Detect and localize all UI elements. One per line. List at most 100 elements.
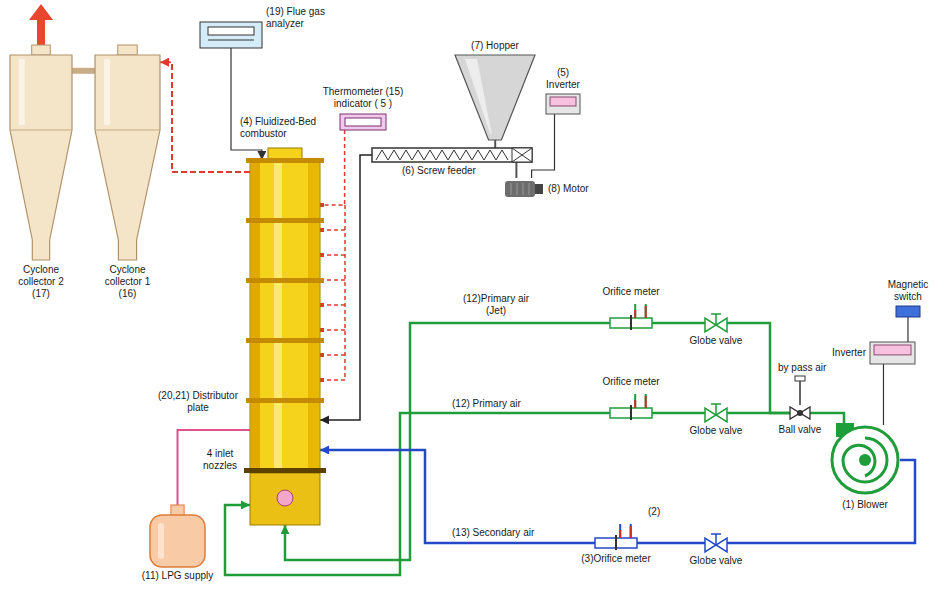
node-caption: (8) Motor bbox=[548, 183, 589, 195]
inverter-outline bbox=[546, 94, 580, 114]
node-caption: (4) Fluidized-Bed combustor bbox=[240, 116, 332, 140]
pipe-connector bbox=[727, 412, 790, 415]
pipe-connector bbox=[178, 430, 251, 505]
motor-cap bbox=[535, 184, 543, 194]
callout-label: (13) Secondary air bbox=[452, 527, 534, 539]
node-caption: (6) Screw feeder bbox=[402, 165, 476, 177]
node-caption: Globe valve bbox=[690, 425, 743, 437]
callout-label: (2) bbox=[648, 506, 660, 518]
hopper-outline bbox=[455, 55, 535, 140]
cyclone-seam bbox=[10, 130, 72, 131]
pipe-connector bbox=[320, 155, 372, 420]
bypass-stem bbox=[799, 381, 801, 405]
thermocouple-wire bbox=[322, 229, 345, 231]
bottle-highlight bbox=[158, 523, 164, 559]
node-caption: Magnetic switch bbox=[883, 279, 933, 303]
inverter-screen bbox=[874, 345, 911, 355]
blower-outline bbox=[830, 425, 900, 495]
pipe-connector bbox=[907, 317, 908, 342]
orifice-meter: Orifice meter bbox=[610, 390, 652, 420]
hopper: (7) Hopper bbox=[455, 55, 535, 140]
indicator-box bbox=[340, 114, 386, 130]
inverter-box bbox=[870, 342, 915, 364]
column-shell bbox=[250, 160, 320, 470]
valve-ball bbox=[797, 410, 803, 416]
indicator-display bbox=[345, 118, 381, 126]
globe-valve: Globe valve bbox=[705, 533, 727, 553]
thermometer-indicator-outline bbox=[340, 114, 386, 130]
cyclone-highlight bbox=[104, 59, 110, 125]
node-caption: Inverter bbox=[832, 347, 866, 359]
cyclone-collector: Cyclone collector 1 (16) bbox=[95, 45, 160, 260]
gas-analyzer-outline bbox=[200, 22, 262, 48]
thermometer-indicator: Thermometer (15) indicator ( 5 ) bbox=[340, 114, 386, 130]
node-caption: Orifice meter bbox=[602, 376, 659, 388]
pipe-connector bbox=[494, 140, 496, 148]
valve-body bbox=[790, 407, 810, 419]
globe-valve-outline bbox=[705, 403, 727, 423]
orifice-meter-outline bbox=[610, 390, 652, 420]
analyzer-box bbox=[200, 22, 262, 48]
windbox bbox=[250, 473, 320, 525]
orifice-plate bbox=[630, 405, 632, 420]
valve-stem bbox=[711, 404, 721, 415]
manometer-tube bbox=[635, 394, 646, 408]
cyclone-outlet bbox=[32, 45, 51, 55]
manometer-fluid bbox=[635, 396, 646, 408]
orifice-meter-outline bbox=[610, 300, 652, 330]
magnetic-switch: Magnetic switch bbox=[896, 306, 920, 317]
thermocouple-wire bbox=[344, 205, 346, 380]
blower: (1) Blower bbox=[830, 425, 900, 495]
cyclone-highlight bbox=[19, 59, 25, 125]
inverter-box bbox=[546, 94, 580, 114]
node-caption: Ball valve bbox=[779, 424, 822, 436]
distributor-plate bbox=[244, 468, 326, 473]
hopper-highlight bbox=[465, 59, 492, 134]
gas-analyzer: (19) Flue gas analyzer bbox=[200, 22, 262, 48]
callout-label: (12)Primary air (Jet) bbox=[452, 293, 540, 317]
manometer-fluid bbox=[635, 306, 646, 318]
screw-flight bbox=[376, 150, 508, 160]
manometer-tube bbox=[635, 304, 646, 318]
feeder-tube bbox=[372, 148, 532, 162]
switch-box bbox=[896, 306, 920, 317]
motor-body bbox=[505, 181, 535, 197]
node-caption: Orifice meter bbox=[602, 286, 659, 298]
screw-feeder: (6) Screw feeder bbox=[372, 148, 532, 162]
thermocouple-wire bbox=[322, 254, 345, 256]
manometer-fluid bbox=[620, 526, 631, 538]
manometer-tube bbox=[620, 524, 631, 538]
combustor-column-outline bbox=[250, 160, 320, 525]
pipe-connector bbox=[515, 162, 517, 178]
inlet-nozzle bbox=[277, 490, 293, 506]
cyclone-body bbox=[95, 55, 160, 260]
column-shade bbox=[251, 161, 260, 469]
callout-label: (20,21) Distributor plate bbox=[150, 390, 246, 414]
node-caption: Cyclone collector 1 (16) bbox=[96, 264, 160, 300]
ball-valve-outline bbox=[790, 405, 810, 421]
cyclone-collector-outline bbox=[10, 45, 72, 260]
thermocouple-wire bbox=[322, 329, 345, 331]
motor-outline bbox=[505, 178, 543, 200]
motor-fins bbox=[511, 183, 529, 195]
node-caption: (5) Inverter bbox=[540, 67, 586, 91]
node-caption: Globe valve bbox=[690, 555, 743, 567]
thermocouple-wire bbox=[322, 279, 345, 281]
flange bbox=[246, 338, 324, 343]
node-caption: (1) Blower bbox=[842, 499, 888, 511]
globe-valve-outline bbox=[705, 533, 727, 553]
pipe-connector bbox=[72, 68, 95, 74]
cyclone-collector: Cyclone collector 2 (17) bbox=[10, 45, 72, 260]
bypass-cap bbox=[795, 376, 805, 381]
flange bbox=[246, 278, 324, 283]
analyzer-detail bbox=[208, 40, 254, 41]
motor: (8) Motor bbox=[505, 178, 543, 200]
valve-stem bbox=[711, 314, 721, 325]
node-caption: (7) Hopper bbox=[471, 40, 519, 52]
cyclone-collector-outline bbox=[95, 45, 160, 260]
thermocouple-wire bbox=[322, 304, 345, 306]
pipe-connector bbox=[231, 48, 262, 160]
blower-casing bbox=[832, 427, 898, 493]
exhaust-arrow bbox=[29, 4, 53, 46]
pipe-connector bbox=[652, 322, 705, 325]
